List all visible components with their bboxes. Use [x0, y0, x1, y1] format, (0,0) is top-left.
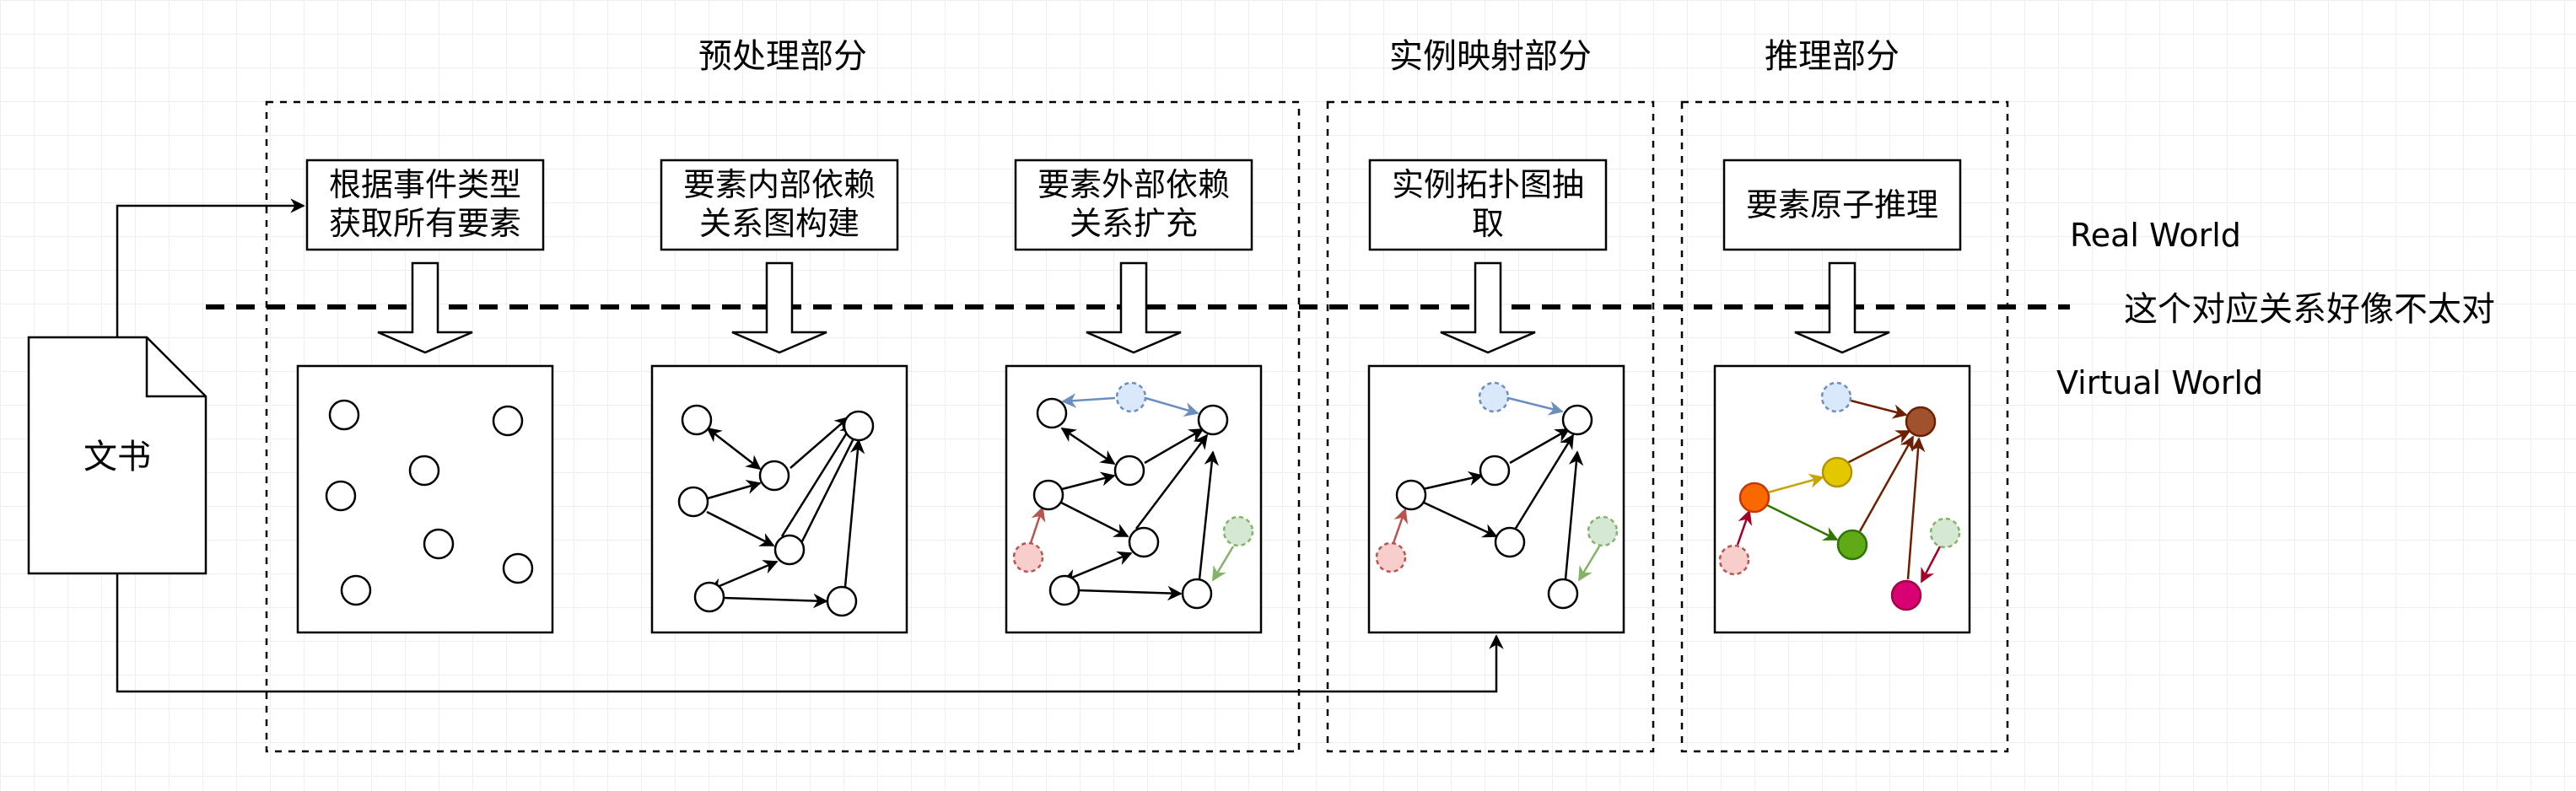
- graph-panel-internal: [650, 364, 908, 634]
- element-node: [758, 460, 790, 492]
- step-topology: 实例拓扑图抽 取: [1368, 159, 1608, 251]
- external-node-green: [1587, 515, 1619, 547]
- step-extract: 根据事件类型 获取所有要素: [305, 159, 545, 251]
- graph-panel-elements: [296, 364, 554, 634]
- step-external-line2: 关系扩充: [1070, 205, 1198, 242]
- doc-to-topology-arrow: [116, 573, 1504, 693]
- element-node: [826, 585, 858, 617]
- orange-node: [1738, 482, 1770, 514]
- step-external-expand: 要素外部依赖 关系扩充: [1014, 159, 1253, 251]
- element-node: [408, 455, 440, 487]
- element-node: [1128, 526, 1160, 558]
- step-external-line1: 要素外部依赖: [1037, 166, 1230, 203]
- element-node: [681, 404, 713, 436]
- element-node: [773, 534, 806, 566]
- step-internal-line2: 关系图构建: [699, 205, 860, 242]
- step-extract-line1: 根据事件类型: [329, 166, 521, 203]
- step-atomic-reasoning: 要素原子推理: [1722, 159, 1962, 251]
- step-internal-line1: 要素内部依赖: [683, 166, 876, 203]
- step-topology-line1: 实例拓扑图抽: [1392, 166, 1584, 203]
- down-arrow-3: [1086, 261, 1182, 354]
- element-node: [1494, 526, 1526, 558]
- element-node: [492, 405, 524, 437]
- element-node: [502, 552, 534, 584]
- graph-panel-topology: [1367, 364, 1625, 634]
- element-node: [1561, 404, 1593, 436]
- element-node: [693, 581, 725, 613]
- dark-green-node: [1836, 529, 1868, 561]
- down-arrow-2: [731, 261, 827, 354]
- brown-node: [1905, 406, 1937, 438]
- external-node-green: [1929, 517, 1961, 549]
- instance-mapping-section-box: [1326, 100, 1655, 753]
- preprocess-section-title: 预处理部分: [698, 37, 867, 76]
- yellow-node: [1821, 456, 1853, 488]
- down-arrow-1: [377, 261, 473, 354]
- graph-panel-external: [1005, 364, 1263, 634]
- down-arrow-4: [1440, 261, 1536, 354]
- element-node: [1395, 479, 1427, 511]
- element-node: [1197, 404, 1229, 436]
- external-node-blue: [1820, 381, 1852, 413]
- element-node: [423, 528, 455, 560]
- down-arrow-5: [1794, 261, 1890, 354]
- external-node-red: [1012, 541, 1044, 573]
- element-node: [1181, 578, 1213, 610]
- element-node: [328, 399, 360, 431]
- element-node: [1036, 397, 1068, 429]
- step-extract-line2: 获取所有要素: [329, 205, 521, 242]
- element-node: [1547, 578, 1579, 610]
- step-atomic-line1: 要素原子推理: [1746, 186, 1938, 223]
- preprocess-section-box: [265, 100, 1301, 753]
- virtual-world-label: Virtual World: [2056, 364, 2263, 401]
- external-node-blue: [1478, 381, 1510, 413]
- element-node: [677, 486, 709, 518]
- step-topology-line2: 取: [1472, 205, 1504, 242]
- doc-to-extract-arrow: [116, 198, 305, 337]
- reasoning-section-title: 推理部分: [1765, 37, 1900, 76]
- external-node-red: [1375, 541, 1407, 573]
- external-node-green: [1222, 515, 1254, 547]
- reasoning-section-box: [1680, 100, 2009, 753]
- element-node: [340, 574, 372, 606]
- document-node: 文书: [27, 336, 207, 575]
- real-world-label: Real World: [2070, 217, 2241, 254]
- correspondence-note: 这个对应关系好像不太对: [2124, 290, 2495, 329]
- graph-panel-reasoning: [1713, 364, 1971, 634]
- magenta-node: [1890, 579, 1922, 611]
- step-internal-graph: 要素内部依赖 关系图构建: [660, 159, 899, 251]
- external-node-red: [1718, 544, 1750, 576]
- element-node: [325, 480, 357, 512]
- element-node: [843, 410, 875, 442]
- document-label: 文书: [84, 438, 151, 476]
- external-node-blue: [1115, 381, 1147, 413]
- element-node: [1032, 479, 1064, 511]
- element-node: [1048, 574, 1081, 606]
- instance-mapping-section-title: 实例映射部分: [1389, 37, 1592, 76]
- element-node: [1479, 455, 1511, 487]
- element-node: [1113, 455, 1145, 487]
